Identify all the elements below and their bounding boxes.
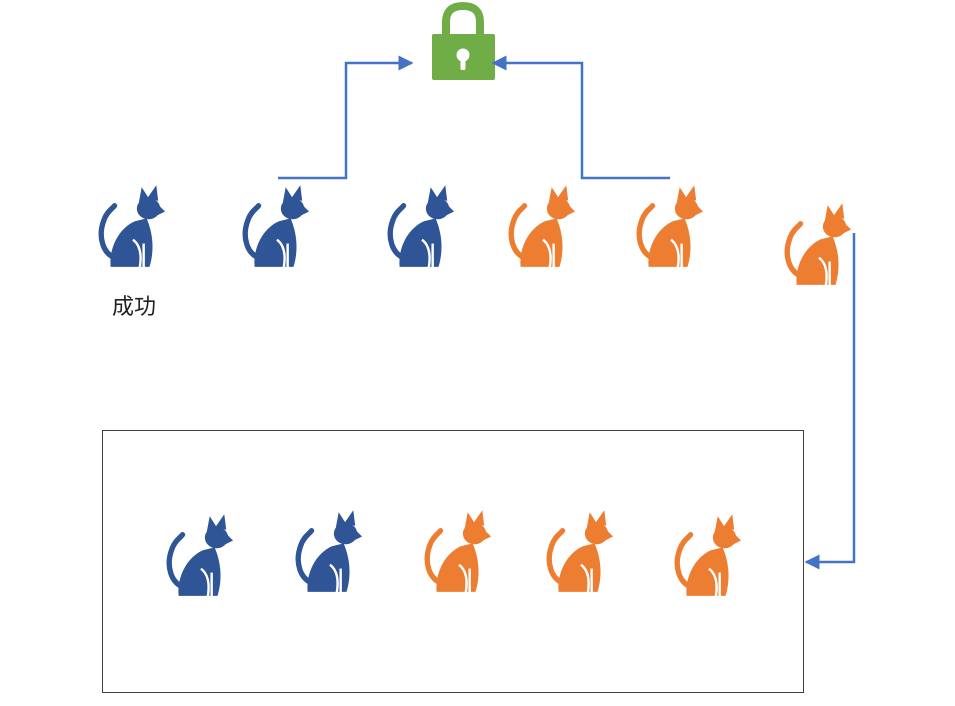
cat-icon [677,514,741,597]
connector-left-to-lock [278,55,414,180]
connector-cat-to-box [804,233,856,570]
cat-icon [101,185,165,268]
bottom-row [169,510,741,597]
cat-icon [549,510,613,593]
padlock-icon [432,1,495,80]
cat-icon [427,510,491,593]
connector-right-to-lock [491,55,670,180]
cat-icon [245,185,309,268]
cat-icon [390,185,454,268]
top-row [101,185,851,286]
cat-icon [298,510,362,593]
cat-icon [169,514,233,597]
cat-icon [787,203,851,286]
success-caption: 成功 [112,295,157,320]
cat-box [102,430,804,693]
cat-icon [639,185,703,268]
cat-icon [511,185,575,268]
